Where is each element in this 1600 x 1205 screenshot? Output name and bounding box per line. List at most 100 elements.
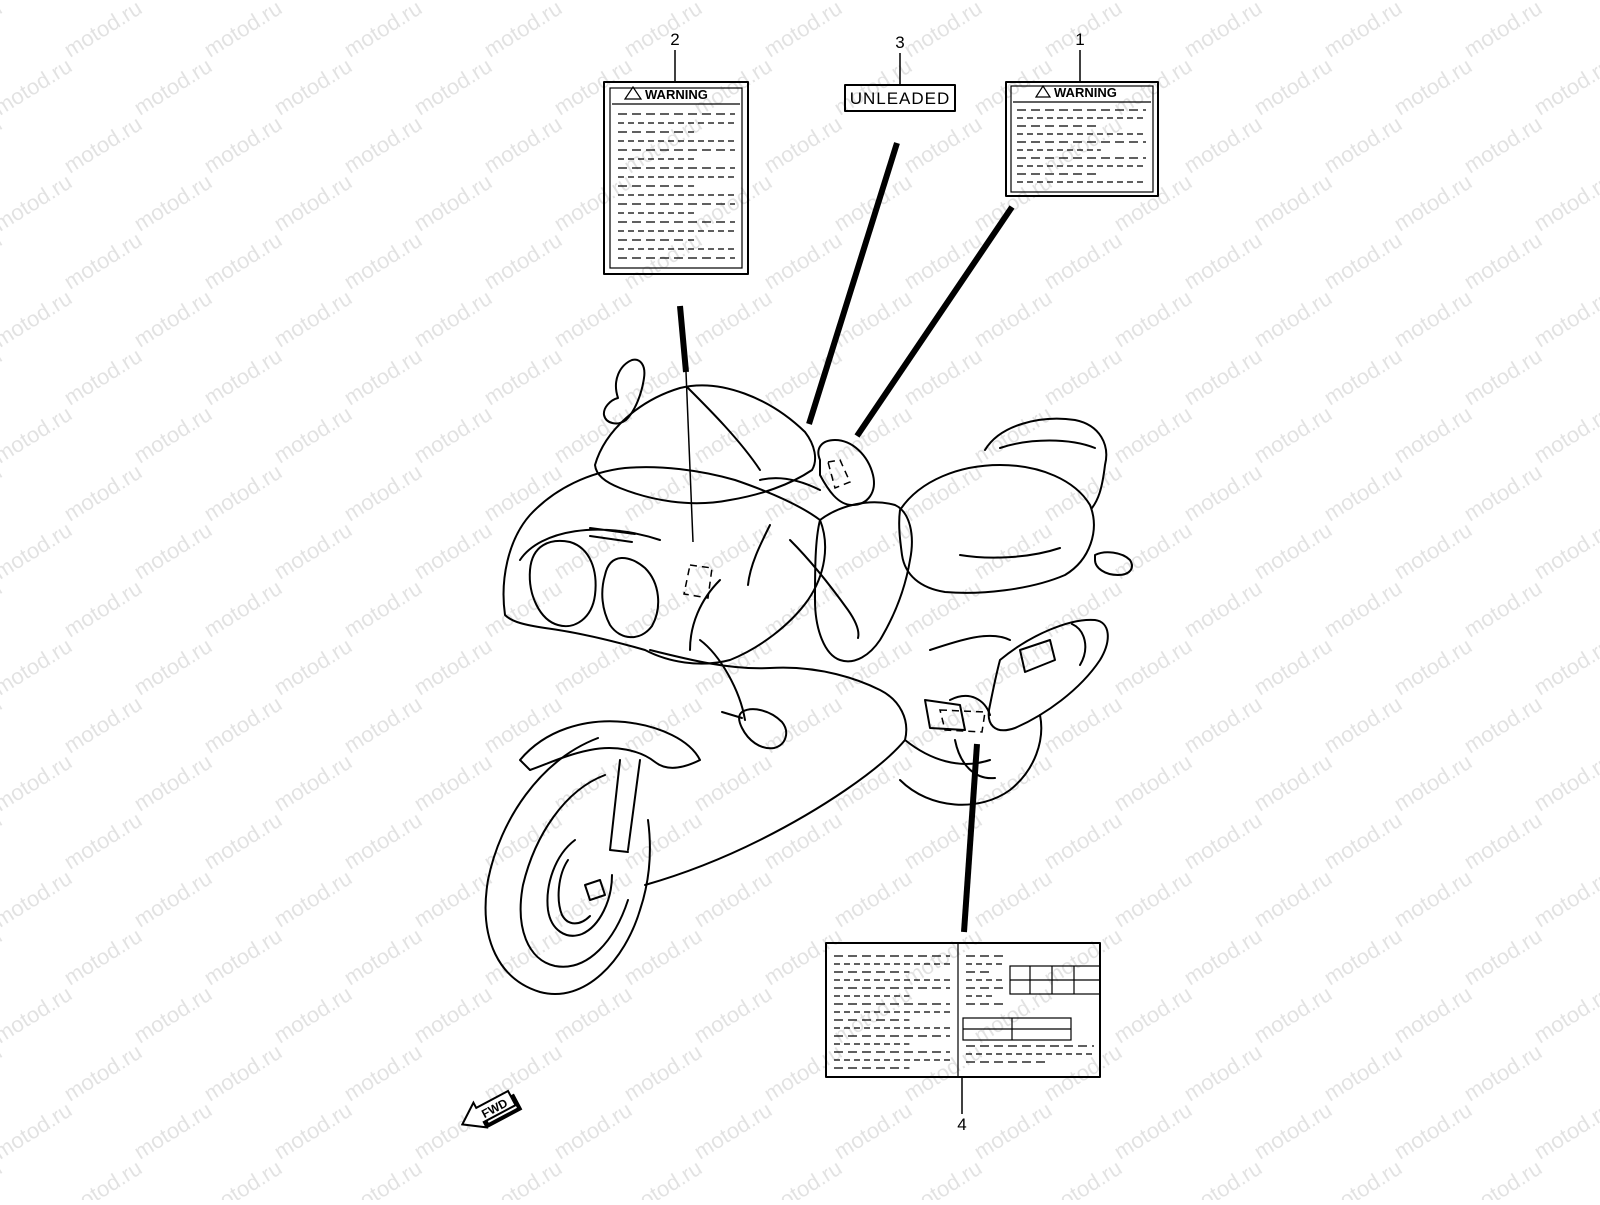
- watermark-text: motod.ru: [409, 53, 496, 120]
- watermark-text: motod.ru: [1459, 575, 1546, 642]
- watermark-text: motod.ru: [409, 285, 496, 352]
- fuel-tank: [814, 501, 913, 663]
- watermark-text: motod.ru: [549, 1097, 636, 1164]
- warning-label-1-text-lines: [1017, 109, 1146, 183]
- watermark-text: motod.ru: [969, 401, 1056, 468]
- watermark-text: motod.ru: [129, 865, 216, 932]
- watermark-text: motod.ru: [0, 575, 6, 642]
- watermark-text: motod.ru: [619, 1155, 706, 1200]
- watermark-text: motod.ru: [829, 633, 916, 700]
- callout-number-2: 2: [670, 30, 679, 49]
- watermark-text: motod.ru: [1249, 749, 1336, 816]
- watermark-text: motod.ru: [1389, 633, 1476, 700]
- watermark-text: motod.ru: [689, 1097, 776, 1164]
- watermark-text: motod.ru: [129, 981, 216, 1048]
- watermark-text: motod.ru: [1179, 459, 1266, 526]
- watermark-text: motod.ru: [199, 1155, 286, 1200]
- watermark-text: motod.ru: [619, 1039, 706, 1106]
- watermark-text: motod.ru: [619, 575, 706, 642]
- watermark-text: motod.ru: [1249, 517, 1336, 584]
- watermark-text: motod.ru: [479, 1039, 566, 1106]
- watermark-text: motod.ru: [1249, 981, 1336, 1048]
- information-label-4-text-lines: [834, 955, 1094, 1069]
- watermark-text: motod.ru: [59, 111, 146, 178]
- watermark-text: motod.ru: [1109, 285, 1196, 352]
- watermark-text: motod.ru: [1039, 807, 1126, 874]
- watermark-text: motod.ru: [969, 517, 1056, 584]
- watermark-text: motod.ru: [829, 865, 916, 932]
- watermark-text: motod.ru: [1109, 633, 1196, 700]
- watermark-text: motod.ru: [1389, 1097, 1476, 1164]
- warning-label-1: WARNING: [1005, 81, 1159, 197]
- watermark-text: motod.ru: [1529, 981, 1600, 1048]
- watermark-text: motod.ru: [409, 865, 496, 932]
- watermark-text: motod.ru: [1319, 227, 1406, 294]
- watermark-text: motod.ru: [1319, 0, 1406, 62]
- watermark-text: motod.ru: [0, 749, 76, 816]
- watermark-text: motod.ru: [689, 0, 776, 4]
- watermark-text: motod.ru: [549, 401, 636, 468]
- watermark-text: motod.ru: [199, 0, 286, 62]
- watermark-text: motod.ru: [1109, 0, 1196, 4]
- watermark-text: motod.ru: [479, 691, 566, 758]
- watermark-text: motod.ru: [479, 0, 566, 62]
- watermark-text: motod.ru: [549, 53, 636, 120]
- watermark-text: motod.ru: [1529, 285, 1600, 352]
- watermark-text: motod.ru: [619, 227, 706, 294]
- front-fender: [519, 720, 701, 771]
- watermark-text: motod.ru: [479, 343, 566, 410]
- watermark-text: motod.ru: [129, 633, 216, 700]
- watermark-text: motod.ru: [1459, 0, 1546, 62]
- watermark-text: motod.ru: [829, 0, 916, 4]
- watermark-text: motod.ru: [1249, 865, 1336, 932]
- watermark-text: motod.ru: [339, 343, 426, 410]
- watermark-text: motod.ru: [1459, 111, 1546, 178]
- watermark-text: motod.ru: [59, 807, 146, 874]
- watermark-text: motod.ru: [129, 401, 216, 468]
- watermark-text: motod.ru: [59, 0, 146, 62]
- seat: [898, 464, 1095, 594]
- watermark-text: motod.ru: [0, 517, 76, 584]
- watermark-text: motod.ru: [759, 1155, 846, 1200]
- watermark-text: motod.ru: [479, 575, 566, 642]
- watermark-text: motod.ru: [1179, 0, 1266, 62]
- watermark-text: motod.ru: [479, 111, 566, 178]
- watermark-text: motod.ru: [339, 807, 426, 874]
- watermark-text: motod.ru: [1039, 691, 1126, 758]
- watermark-text: motod.ru: [199, 923, 286, 990]
- watermark-text: motod.ru: [479, 227, 566, 294]
- watermark-text: motod.ru: [339, 0, 426, 62]
- watermark-text: motod.ru: [339, 111, 426, 178]
- watermark-text: motod.ru: [1529, 749, 1600, 816]
- callout-number-1: 1: [1075, 30, 1084, 49]
- watermark-text: motod.ru: [269, 169, 356, 236]
- watermark-text: motod.ru: [1459, 691, 1546, 758]
- watermark-text: motod.ru: [0, 865, 76, 932]
- label-2-position: [683, 564, 713, 599]
- watermark-text: motod.ru: [1039, 1155, 1126, 1200]
- watermark-text: motod.ru: [199, 111, 286, 178]
- watermark-text: motod.ru: [1389, 865, 1476, 932]
- front-turn-signal: [738, 708, 788, 750]
- callout-number-4: 4: [957, 1115, 966, 1134]
- watermark-text: motod.ru: [689, 169, 776, 236]
- watermark-text: motod.ru: [59, 575, 146, 642]
- watermark-text: motod.ru: [199, 459, 286, 526]
- watermark-text: motod.ru: [1249, 285, 1336, 352]
- watermark-text: motod.ru: [1249, 401, 1336, 468]
- watermark-text: motod.ru: [1109, 981, 1196, 1048]
- watermark-text: motod.ru: [59, 459, 146, 526]
- watermark-text: motod.ru: [1179, 343, 1266, 410]
- watermark-text: motod.ru: [339, 1039, 426, 1106]
- rear-turn-signal: [1094, 551, 1133, 576]
- watermark-text: motod.ru: [129, 1097, 216, 1164]
- watermark-text: motod.ru: [1179, 111, 1266, 178]
- watermark-text: motod.ru: [339, 227, 426, 294]
- watermark-text: motod.ru: [1459, 227, 1546, 294]
- watermark-text: motod.ru: [59, 1039, 146, 1106]
- watermark-text: motod.ru: [759, 1039, 846, 1106]
- watermark-text: motod.ru: [1039, 343, 1126, 410]
- watermark-text: motod.ru: [829, 517, 916, 584]
- pointer-line-2: [677, 305, 689, 373]
- watermark-text: motod.ru: [1249, 1097, 1336, 1164]
